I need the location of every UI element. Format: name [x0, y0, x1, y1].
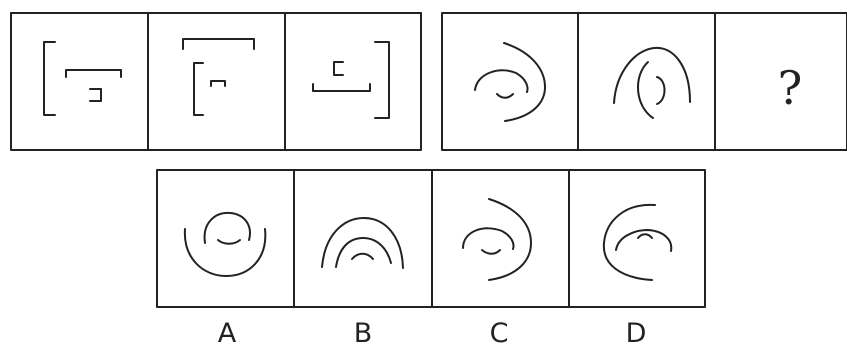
option-d-figure[interactable]	[604, 205, 671, 280]
group-1-cell-3-figure	[313, 42, 389, 118]
question-group-2: ?	[442, 13, 847, 150]
option-c-label[interactable]: C	[469, 318, 529, 350]
question-group-1	[11, 13, 421, 150]
group-2-cell-1-figure	[475, 43, 545, 121]
group-2-cell-3: ?	[778, 61, 803, 115]
option-a-figure[interactable]	[185, 213, 265, 276]
option-b-label[interactable]: B	[333, 318, 393, 350]
option-d-label[interactable]: D	[606, 318, 666, 350]
group-2-cell-2-figure	[614, 48, 690, 118]
group-1-cell-1-figure	[44, 42, 121, 115]
missing-figure-question-mark: ?	[778, 61, 803, 115]
option-b-figure[interactable]	[322, 218, 403, 268]
option-a-label[interactable]: A	[197, 318, 257, 350]
option-c-figure[interactable]	[463, 199, 531, 280]
answer-options	[157, 170, 705, 307]
group-1-cell-2-figure	[183, 39, 254, 115]
